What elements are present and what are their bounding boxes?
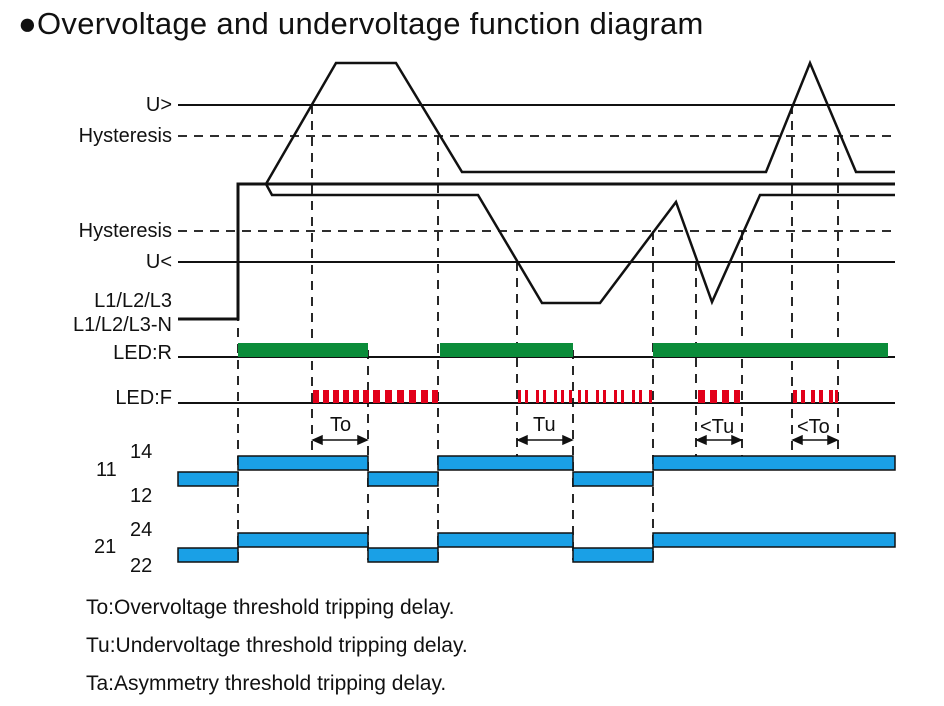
label-led-r: LED:R <box>113 342 172 364</box>
undervoltage-waveform <box>264 183 895 306</box>
relay-2-states <box>177 532 896 563</box>
label-hysteresis-bottom: Hysteresis <box>79 220 172 242</box>
label-l1: L1/L2/L3 <box>94 290 172 312</box>
led-r-on-bar <box>653 343 888 357</box>
relay-1-states <box>177 455 896 487</box>
label-u-over: U> <box>146 94 172 116</box>
timing-label-tu: Tu <box>533 414 556 436</box>
label-contact-22: 22 <box>130 555 152 577</box>
label-contact-24: 24 <box>130 519 152 541</box>
relay-2-high <box>437 532 574 548</box>
timing-arrows <box>311 434 839 446</box>
relay-2-high <box>652 532 896 548</box>
relay-2-low <box>572 547 654 563</box>
label-u-under: U< <box>146 251 172 273</box>
diagram-title: ●Overvoltage and undervoltage function d… <box>18 6 704 41</box>
label-hysteresis-top: Hysteresis <box>79 125 172 147</box>
relay-2-high <box>237 532 369 548</box>
relay-1-high <box>237 455 369 471</box>
legend-item: To:Overvoltage threshold tripping delay. <box>86 596 455 619</box>
label-l2: L1/L2/L3-N <box>73 314 172 336</box>
overvoltage-waveform <box>264 59 895 185</box>
label-contact-12: 12 <box>130 485 152 507</box>
led-f-fault-pulses <box>313 390 838 403</box>
legend-item: Ta:Asymmetry threshold tripping delay. <box>86 672 447 695</box>
timing-label-to: To <box>330 414 351 436</box>
led-r-on-bar <box>440 343 573 357</box>
relay-1-high <box>652 455 896 471</box>
relay-2-low <box>177 547 239 563</box>
supply-step-line <box>178 182 895 321</box>
relay-1-low <box>177 471 239 487</box>
relay-1-high <box>437 455 574 471</box>
timing-label-to-short: <To <box>797 416 830 438</box>
relay-2-low <box>367 547 439 563</box>
timing-label-tu-short: <Tu <box>700 416 734 438</box>
label-contact-14: 14 <box>130 441 152 463</box>
relay-1-low <box>572 471 654 487</box>
led-r-on-bar <box>238 343 368 357</box>
legend-item: Tu:Undervoltage threshold tripping delay… <box>86 634 468 657</box>
relay-1-low <box>367 471 439 487</box>
label-contact-11: 11 <box>96 459 117 481</box>
label-contact-21: 21 <box>94 536 116 558</box>
label-led-f: LED:F <box>115 387 172 409</box>
